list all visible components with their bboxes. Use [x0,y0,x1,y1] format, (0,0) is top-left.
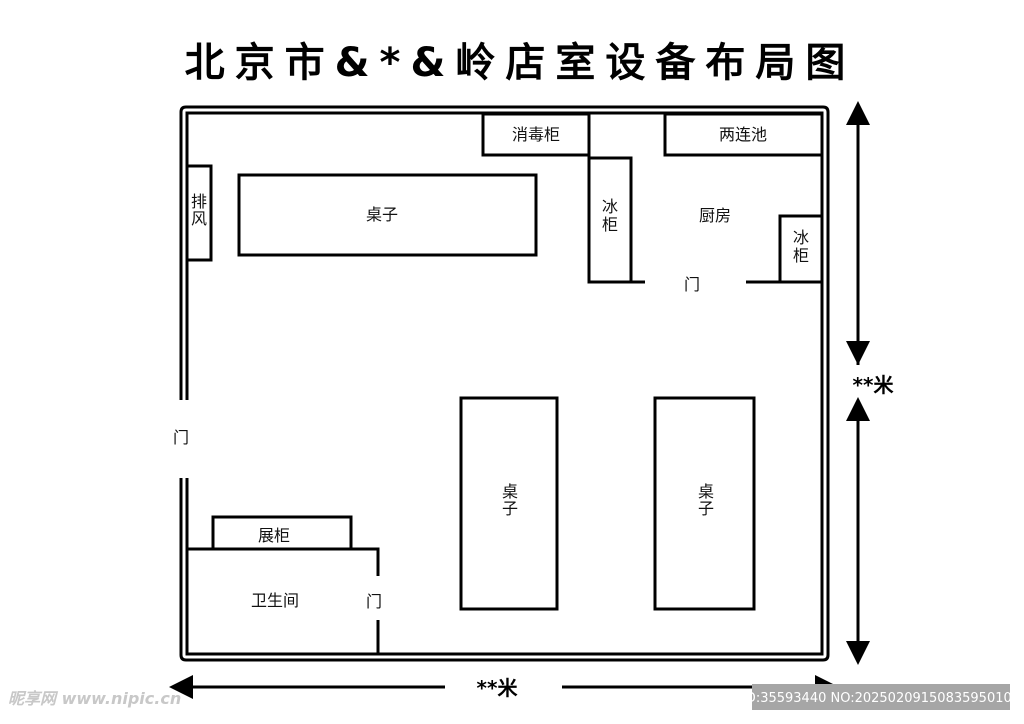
page-title: 北京市&*&岭店室设备布局图 [185,40,856,86]
display-cabinet-label: 展柜 [258,526,290,545]
fridge-left-label-2: 柜 [602,215,618,234]
height-dimension-label: **米 [853,373,895,397]
disinfection-cabinet-label: 消毒柜 [512,125,560,144]
watermark-id-box [752,684,1010,710]
table-middle-label-1: 桌 [502,482,518,501]
double-sink-box [663,112,824,157]
exhaust-label-1: 排 [191,192,207,211]
table-middle-label-2: 子 [502,499,518,518]
table-middle-box [459,396,559,611]
fridge-right-box [778,214,824,284]
watermark-site: 昵享网 www.nipic.cn [8,689,181,708]
exhaust-label-2: 风 [191,209,207,228]
table-right-box [653,396,756,611]
fridge-right-label-2: 柜 [793,246,809,265]
table-top-box [237,173,538,257]
restroom-door-label: 门 [366,592,382,611]
table-right-label-2: 子 [698,499,714,518]
exhaust-box [185,164,213,262]
restroom-label: 卫生间 [251,591,299,610]
outer-wall [179,105,830,662]
fridge-right-label-1: 冰 [793,228,809,247]
main-door-label: 门 [173,428,189,447]
double-sink-label: 两连池 [719,125,767,144]
fridge-left-label-1: 冰 [602,197,618,216]
restroom-wall [187,547,380,654]
table-right-label-1: 桌 [698,482,714,501]
width-dimension-label: **米 [477,676,519,700]
walls [179,105,830,662]
table-top-label: 桌子 [366,205,398,224]
inner-wall [185,111,824,656]
kitchen-door-label: 门 [684,275,700,294]
dimension-arrows [169,101,870,699]
kitchen-label: 厨房 [699,206,731,225]
watermark-id: ID:35593440 NO:20250209150835950106 [742,691,1020,706]
